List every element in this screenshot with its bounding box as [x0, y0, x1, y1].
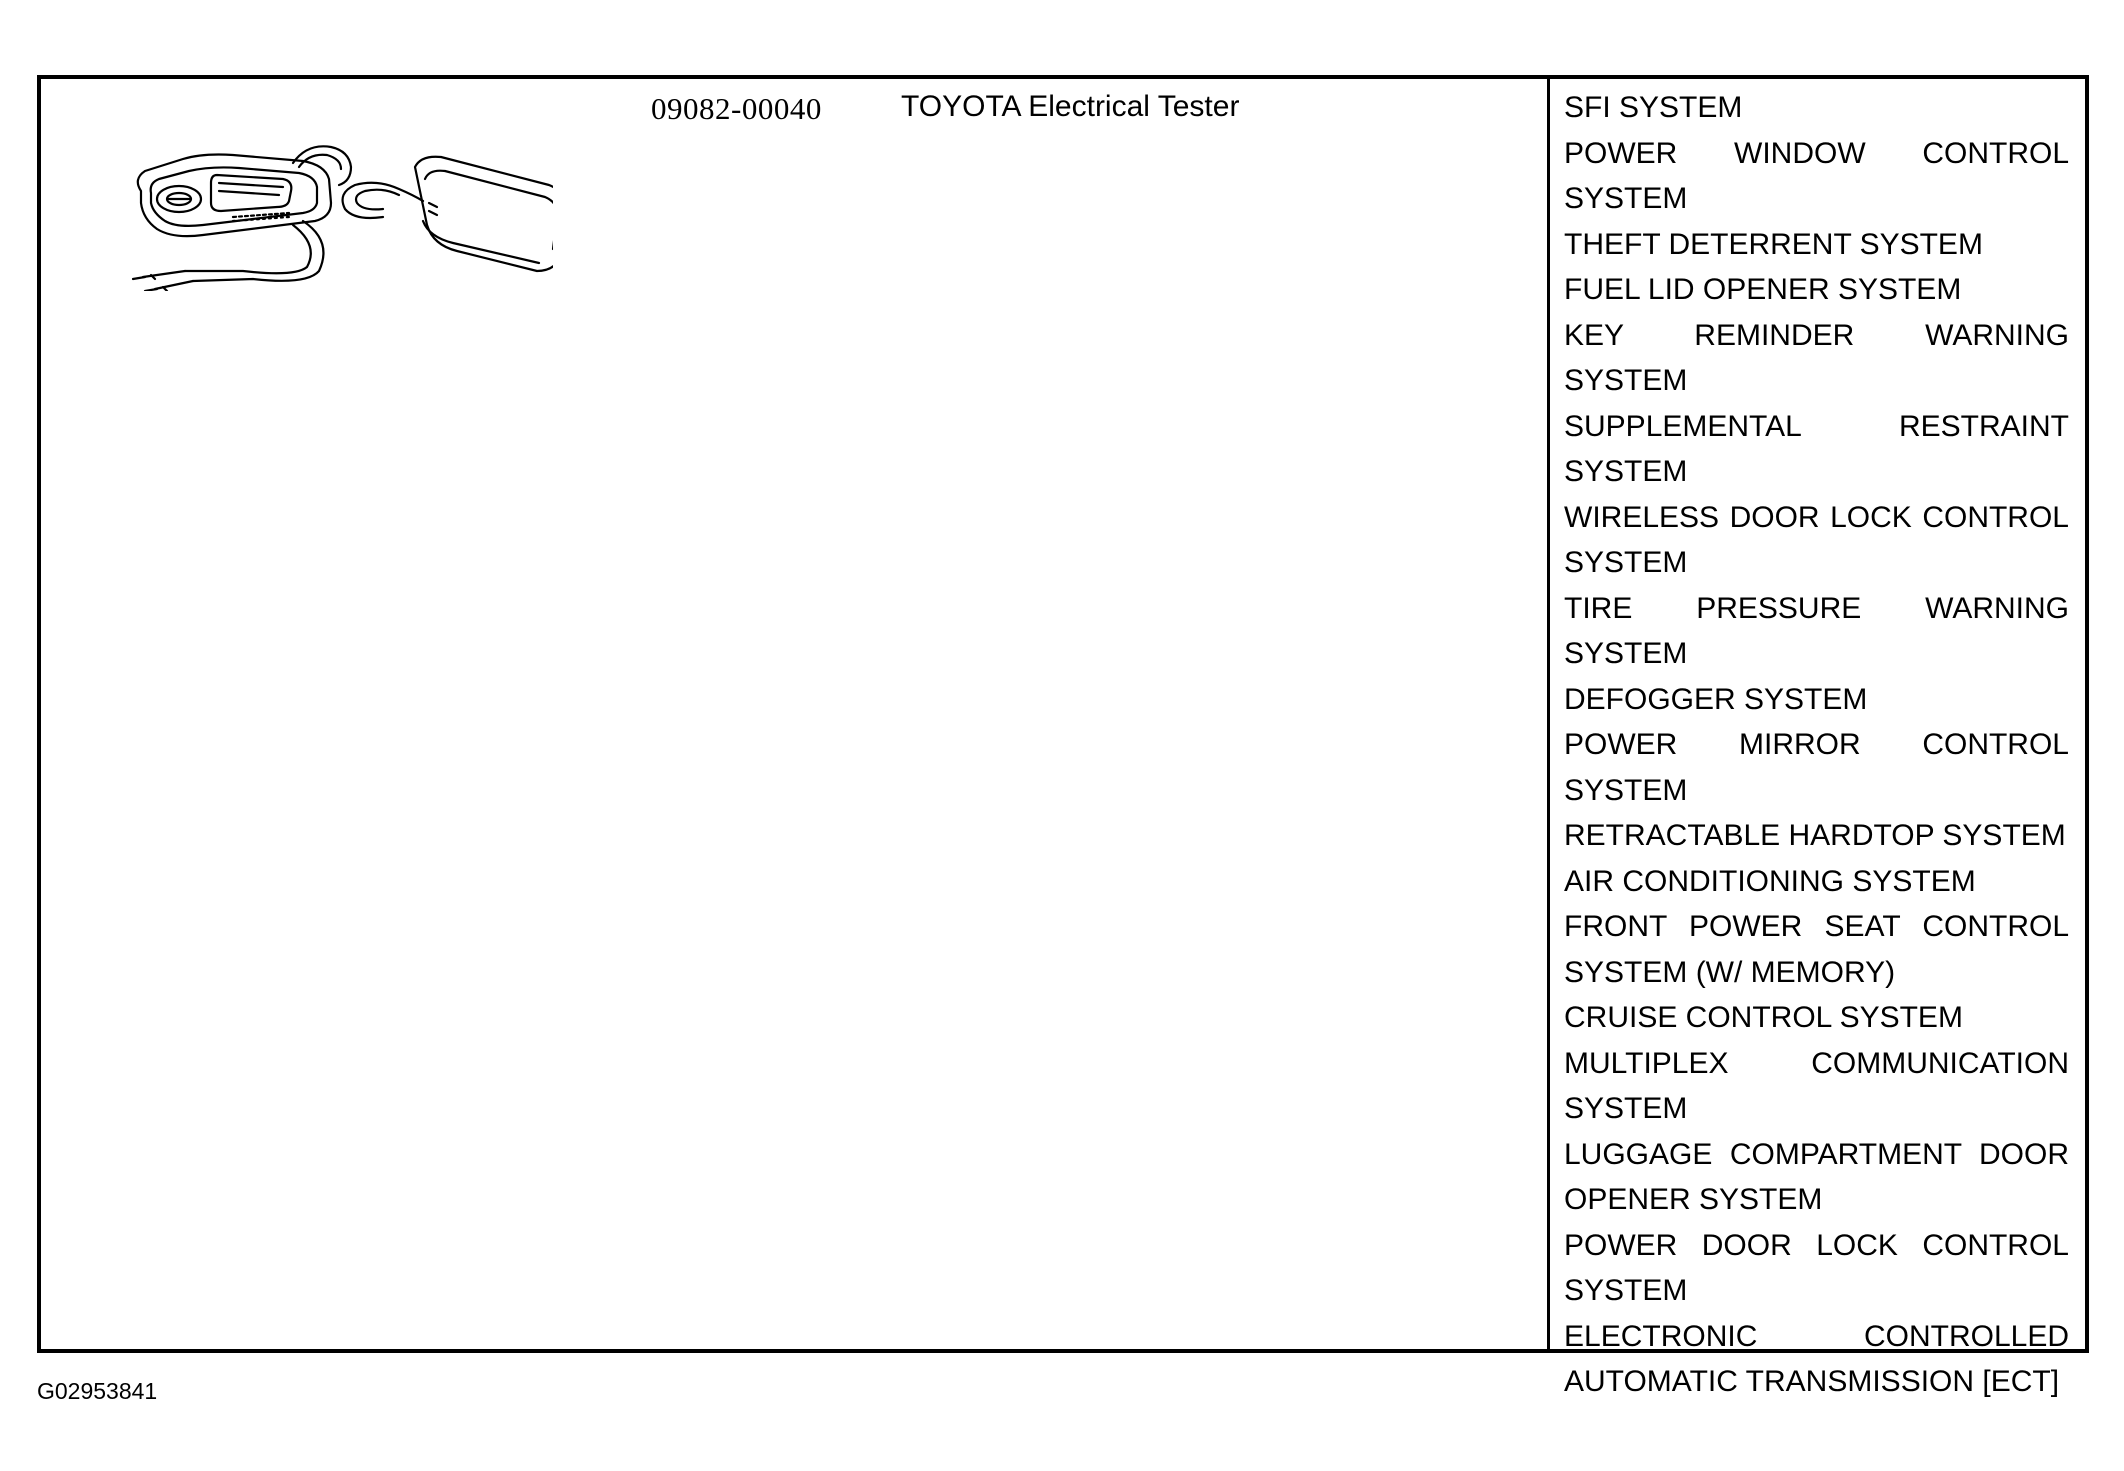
- system-item: LUGGAGE COMPARTMENT DOOR OPENER SYSTEM: [1564, 1137, 2069, 1217]
- system-item: WIRELESS DOOR LOCK CONTROL SYSTEM: [1564, 500, 2069, 580]
- system-item: RETRACTABLE HARDTOP SYSTEM: [1564, 819, 2066, 852]
- applicable-systems-list: SFI SYSTEM POWER WINDOW CONTROL SYSTEM T…: [1564, 85, 2069, 1405]
- system-item: DEFOGGER SYSTEM: [1564, 682, 1868, 716]
- system-item: CRUISE CONTROL SYSTEM: [1564, 1001, 1963, 1034]
- figure-id: G02953841: [37, 1378, 158, 1404]
- system-item: AIR CONDITIONING SYSTEM: [1564, 864, 1976, 898]
- system-item: TIRE PRESSURE WARNING SYSTEM: [1564, 591, 2069, 671]
- system-item: SFI SYSTEM: [1564, 91, 1743, 124]
- system-item: THEFT DETERRENT SYSTEM: [1564, 227, 1983, 261]
- tool-part-number: 09082-00040: [651, 91, 822, 126]
- system-item: SUPPLEMENTAL RESTRAINT SYSTEM: [1564, 409, 2069, 489]
- system-item: POWER WINDOW CONTROL SYSTEM: [1564, 136, 2069, 216]
- system-item: POWER MIRROR CONTROL SYSTEM: [1564, 728, 2069, 807]
- system-item: MULTIPLEX COMMUNICATION SYSTEM: [1564, 1046, 2069, 1126]
- system-item: POWER DOOR LOCK CONTROL SYSTEM: [1564, 1228, 2069, 1308]
- tool-table: 09082-00040 TOYOTA Electrical Tester SFI…: [37, 75, 2089, 1398]
- tool-name: TOYOTA Electrical Tester: [901, 90, 1240, 123]
- tool-cell: 09082-00040 TOYOTA Electrical Tester: [41, 79, 1550, 1349]
- applicable-systems-cell: SFI SYSTEM POWER WINDOW CONTROL SYSTEM T…: [1550, 79, 2085, 1398]
- system-item: FRONT POWER SEAT CONTROL SYSTEM (W/ MEMO…: [1564, 910, 2069, 989]
- system-item: KEY REMINDER WARNING SYSTEM: [1564, 318, 2069, 398]
- system-item: FUEL LID OPENER SYSTEM: [1564, 273, 1962, 306]
- electrical-tester-with-probes-and-case-icon: [131, 145, 553, 291]
- system-item: ELECTRONIC CONTROLLED AUTOMATIC TRANSMIS…: [1564, 1319, 2069, 1399]
